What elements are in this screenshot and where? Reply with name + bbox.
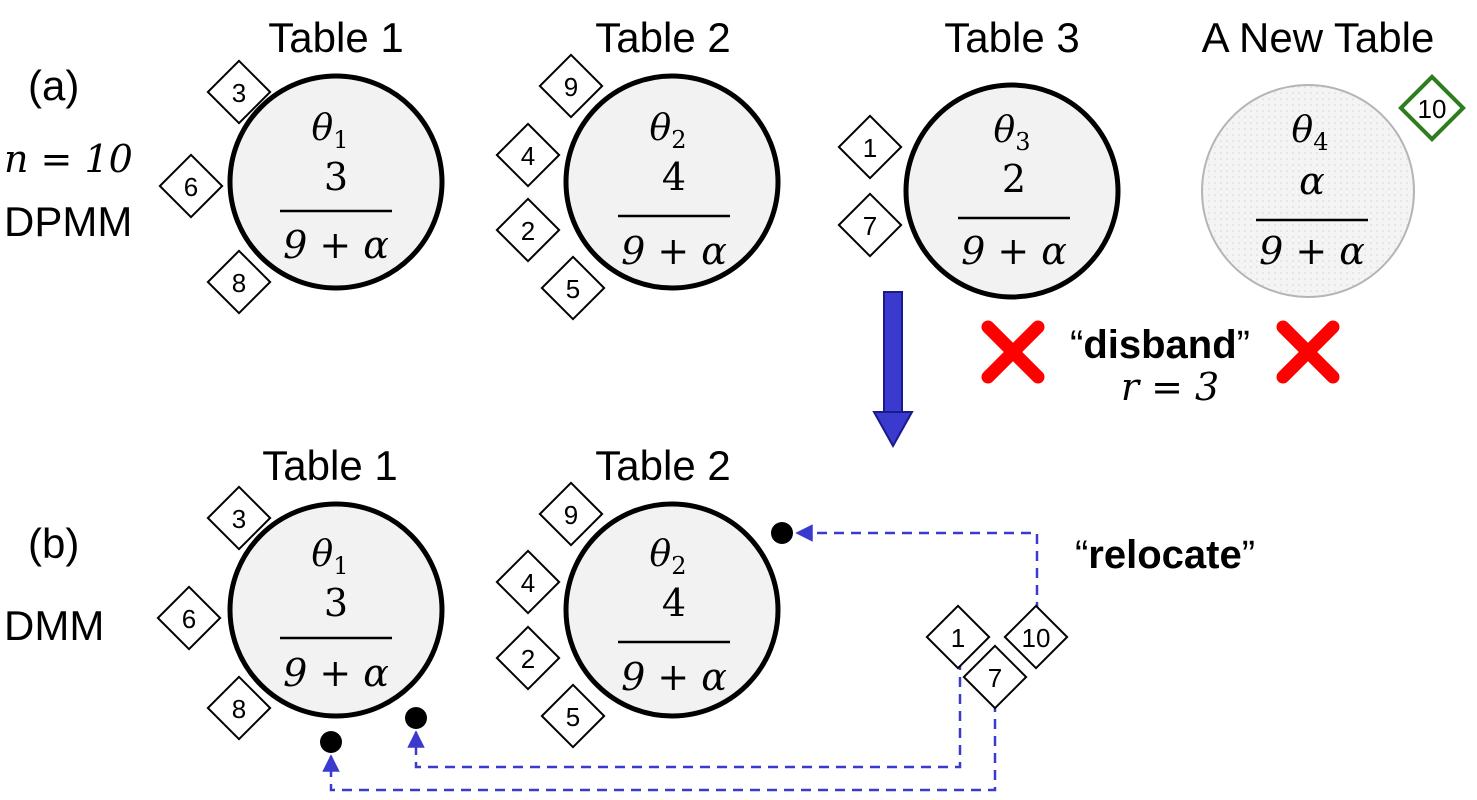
table-title: Table 2 xyxy=(595,442,730,489)
svg-text:4: 4 xyxy=(521,568,535,598)
theta-symbol: θ4 xyxy=(1292,110,1329,156)
customer-2: 2 xyxy=(495,625,561,691)
denominator: 9 + α xyxy=(621,655,727,699)
relocate-label: “relocate” xyxy=(1075,533,1255,577)
denominator: 9 + α xyxy=(283,223,389,267)
table-title: Table 3 xyxy=(944,14,1079,61)
table-title: Table 1 xyxy=(268,14,403,61)
svg-text:8: 8 xyxy=(232,694,246,724)
table-title: Table 2 xyxy=(595,14,730,61)
customer-5: 5 xyxy=(540,683,606,749)
transition-down-arrow xyxy=(872,291,914,449)
customer-4: 4 xyxy=(495,549,561,615)
customer-4: 4 xyxy=(495,122,561,188)
svg-text:3: 3 xyxy=(232,78,246,108)
relocate-path-1 xyxy=(407,660,962,769)
seat-dot-table-1-right xyxy=(405,707,427,729)
customer-2: 2 xyxy=(495,197,561,263)
svg-text:6: 6 xyxy=(184,172,198,202)
numerator: 3 xyxy=(324,155,348,199)
svg-text:9: 9 xyxy=(564,500,578,530)
svg-text:5: 5 xyxy=(566,274,580,304)
theta-symbol: θ3 xyxy=(994,110,1031,156)
n-label: n = 10 xyxy=(4,137,133,181)
table-2-b: Table 2 θ2 4 9 + α xyxy=(563,442,781,719)
customer-3: 3 xyxy=(206,59,272,125)
model-dpmm-label: DPMM xyxy=(4,198,132,245)
svg-text:7: 7 xyxy=(988,663,1002,693)
svg-text:5: 5 xyxy=(566,702,580,732)
customer-3: 3 xyxy=(206,485,272,551)
denominator: 9 + α xyxy=(283,651,389,695)
numerator: 3 xyxy=(324,581,348,625)
svg-text:4: 4 xyxy=(521,141,535,171)
customer-1-relocated: 1 xyxy=(925,604,991,670)
disband-label: “disband” xyxy=(1070,323,1250,367)
svg-text:6: 6 xyxy=(182,604,196,634)
new-table-a: A New Table θ4 α 9 + α xyxy=(1201,14,1435,298)
relocate-path-7 xyxy=(322,702,997,792)
customer-8: 8 xyxy=(206,249,272,315)
customer-10-new: 10 xyxy=(1398,74,1466,142)
theta-symbol: θ2 xyxy=(650,534,687,580)
table-title: Table 1 xyxy=(262,442,397,489)
panel-a-tag: (a) xyxy=(28,62,79,109)
table-circle xyxy=(227,73,445,291)
table-title: A New Table xyxy=(1202,14,1435,61)
seat-dot-table-2 xyxy=(771,522,793,544)
table-3-a: Table 3 θ3 2 9 + α xyxy=(903,14,1121,300)
cross-icon-right xyxy=(1276,320,1340,384)
svg-text:9: 9 xyxy=(564,72,578,102)
svg-text:7: 7 xyxy=(863,211,877,241)
seat-dot-table-1-left xyxy=(320,731,342,753)
customer-9: 9 xyxy=(538,53,604,119)
denominator: 9 + α xyxy=(961,229,1067,273)
cross-icon-left xyxy=(981,320,1045,384)
customer-7-relocated: 7 xyxy=(962,644,1028,710)
svg-text:8: 8 xyxy=(232,268,246,298)
customer-9: 9 xyxy=(538,481,604,547)
table-1-b: Table 1 θ1 3 9 + α xyxy=(227,442,445,719)
numerator: 2 xyxy=(1002,157,1026,201)
numerator: 4 xyxy=(662,155,686,199)
table-circle xyxy=(903,82,1121,300)
new-table-circle xyxy=(1201,84,1415,298)
theta-symbol: θ1 xyxy=(312,108,349,154)
table-circle xyxy=(227,501,445,719)
svg-text:1: 1 xyxy=(951,623,965,653)
table-circle xyxy=(563,501,781,719)
table-2-a: Table 2 θ2 4 9 + α xyxy=(563,14,781,291)
customer-7: 7 xyxy=(837,192,903,258)
svg-text:2: 2 xyxy=(521,644,535,674)
theta-symbol: θ2 xyxy=(650,108,687,154)
svg-text:3: 3 xyxy=(232,504,246,534)
numerator: α xyxy=(1299,159,1325,203)
customer-10-relocated: 10 xyxy=(1003,604,1069,670)
svg-text:10: 10 xyxy=(1022,623,1051,653)
model-dmm-label: DMM xyxy=(4,602,104,649)
panel-b-tag: (b) xyxy=(28,520,79,567)
denominator: 9 + α xyxy=(1259,229,1365,273)
numerator: 4 xyxy=(662,581,686,625)
theta-symbol: θ1 xyxy=(312,534,349,580)
relocate-path-10 xyxy=(795,524,1039,612)
table-1-a: Table 1 θ1 3 9 + α xyxy=(227,14,445,291)
customer-5: 5 xyxy=(540,255,606,321)
svg-text:10: 10 xyxy=(1418,94,1447,124)
customer-8: 8 xyxy=(206,675,272,741)
r-label: r = 3 xyxy=(1121,365,1219,409)
svg-text:2: 2 xyxy=(521,216,535,246)
table-circle xyxy=(563,73,781,291)
customer-1: 1 xyxy=(837,114,903,180)
svg-text:1: 1 xyxy=(863,133,877,163)
denominator: 9 + α xyxy=(621,229,727,273)
customer-6: 6 xyxy=(156,585,222,651)
customer-6: 6 xyxy=(158,153,224,219)
